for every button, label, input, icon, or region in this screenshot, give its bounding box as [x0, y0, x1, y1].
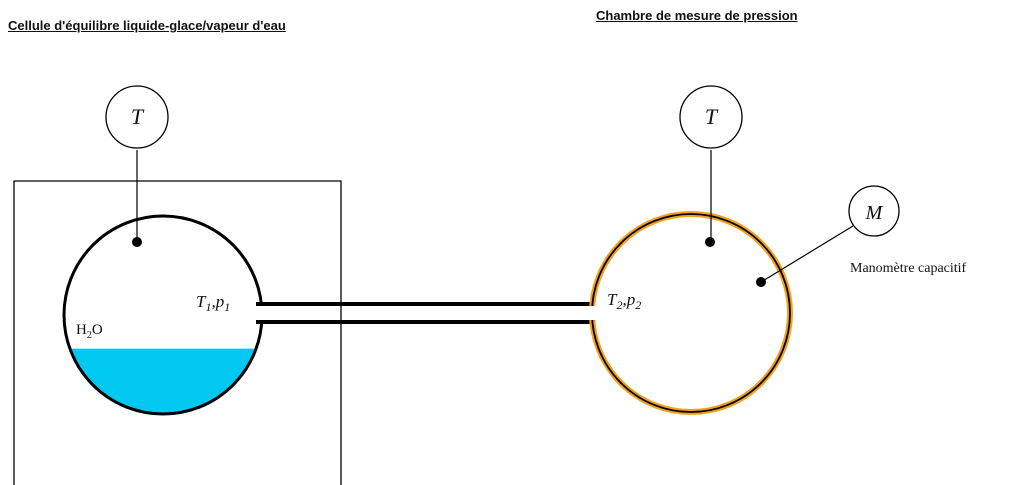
chamber-sensor-point	[705, 237, 715, 247]
chamber-thermometer-symbol: T	[705, 104, 719, 129]
cell-sensor-point	[132, 237, 142, 247]
cell-thermometer-circle	[105, 85, 169, 149]
chamber-tube-opening	[580, 306, 596, 320]
thermostat-enclosure	[13, 180, 342, 485]
chamber-title: Chambre de mesure de pression	[596, 8, 798, 23]
chamber-state-label: T2,p2	[607, 290, 641, 312]
measurement-chamber-rim	[589, 211, 793, 415]
cell-thermometer-symbol: T	[131, 104, 145, 129]
manometer-sensor-point	[756, 277, 766, 287]
cell-state-label: T1,p1	[196, 292, 230, 314]
manometer-label: Manomètre capacitif	[850, 261, 967, 276]
substance-label: H2O	[76, 322, 103, 341]
manometer-circle	[848, 185, 900, 237]
chamber-thermometer-circle	[679, 85, 743, 149]
connecting-tube	[256, 302, 590, 324]
cell-title: Cellule d'équilibre liquide-glace/vapeur…	[8, 18, 286, 33]
manometer-symbol: M	[865, 202, 884, 224]
cell-tube-opening	[255, 306, 267, 320]
manometer-line	[760, 225, 854, 283]
